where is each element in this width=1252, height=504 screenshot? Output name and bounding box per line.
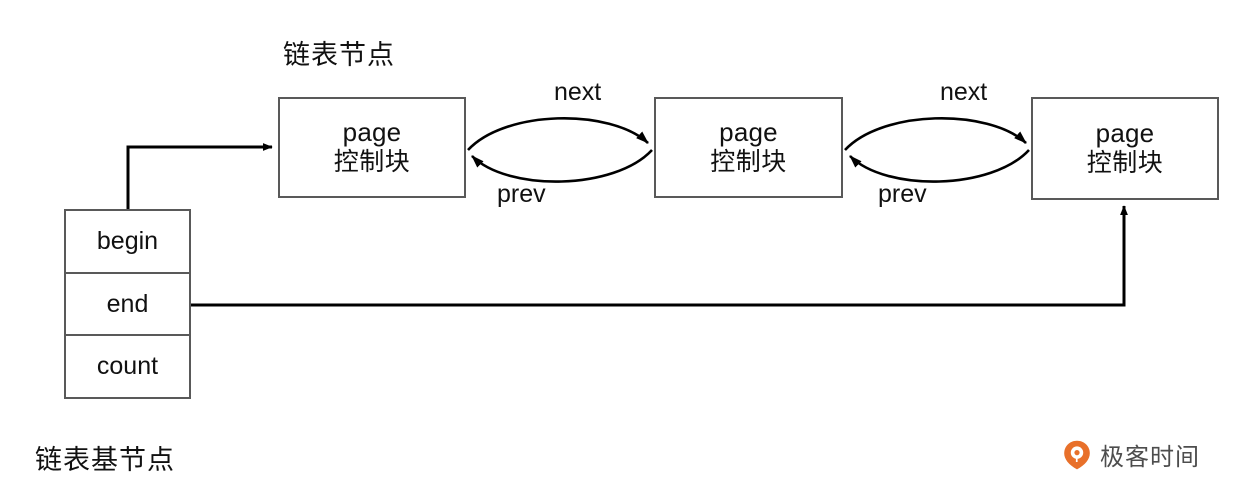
base-node-field-begin: begin [66,211,189,272]
base-node-field-label: end [106,289,149,318]
list-node-title: page [342,117,402,148]
list-base-node: begin end count [64,209,191,399]
edge-label-prev-2: prev [878,180,927,208]
base-node-field-label: begin [96,226,159,255]
base-node-field-end: end [66,271,189,335]
list-node-box-1: page 控制块 [278,97,466,198]
brand-name: 极客时间 [1100,444,1200,471]
list-node-title: page [719,117,778,148]
next-arrow-1 [467,116,649,151]
brand-watermark: 极客时间 [1063,437,1200,472]
base-node-annotation: 链表基节点 [35,445,175,475]
begin-pointer-arrow [126,143,273,209]
geekbang-pin-icon [1063,440,1091,470]
base-node-field-label: count [96,352,159,381]
edge-label-next-1: next [554,78,602,106]
list-node-box-3: page 控制块 [1031,97,1219,200]
base-node-field-count: count [66,334,189,397]
list-node-box-2: page 控制块 [654,97,843,198]
list-node-subtitle: 控制块 [1086,149,1164,178]
list-node-subtitle: 控制块 [710,148,787,177]
list-node-subtitle: 控制块 [333,148,411,177]
prev-arrow-2 [849,149,1030,183]
edge-label-next-2: next [940,78,988,106]
list-node-annotation: 链表节点 [283,40,395,70]
next-arrow-2 [844,116,1027,151]
edge-label-prev-1: prev [497,180,546,208]
prev-arrow-1 [471,149,653,183]
end-pointer-arrow [191,205,1128,307]
list-node-title: page [1095,118,1155,149]
